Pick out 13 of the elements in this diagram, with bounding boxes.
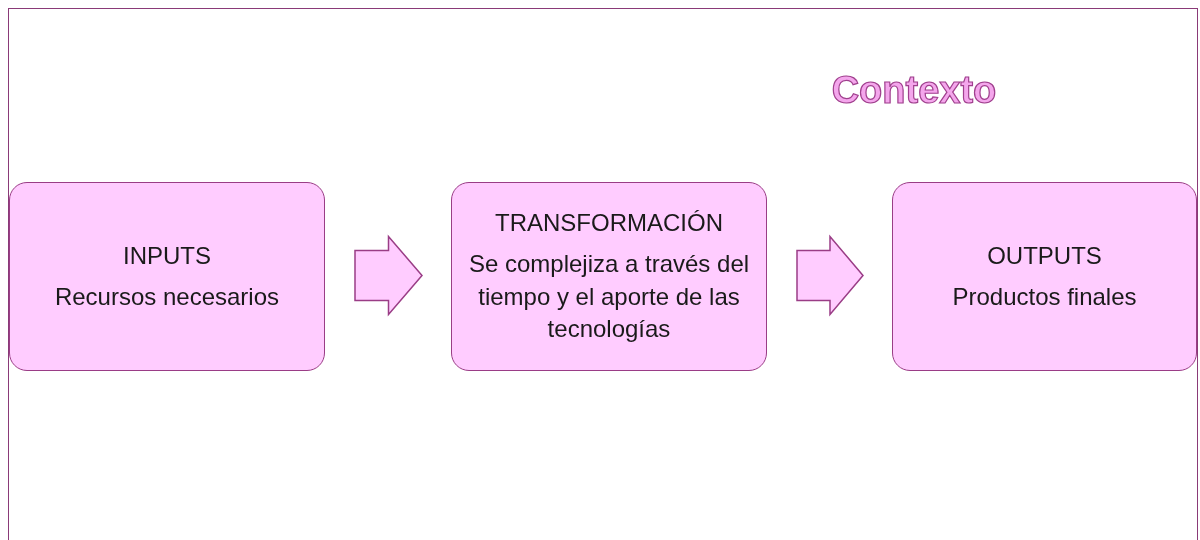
block-arrow [354, 234, 423, 317]
box-heading: TRANSFORMACIÓN [495, 208, 723, 239]
box-heading: INPUTS [123, 240, 211, 271]
box-text: Recursos necesarios [54, 281, 280, 312]
box-heading: OUTPUTS [987, 240, 1102, 271]
box-text: Se complejiza a través del tiempo y el aporte de las tecnologías [467, 248, 751, 345]
process-box [892, 182, 1197, 371]
block-arrow [796, 234, 864, 317]
process-box [9, 182, 325, 371]
frame-title: Contexto [830, 69, 998, 112]
box-text: Productos finales [952, 281, 1137, 312]
process-box [451, 182, 767, 371]
context-frame [8, 8, 1198, 540]
